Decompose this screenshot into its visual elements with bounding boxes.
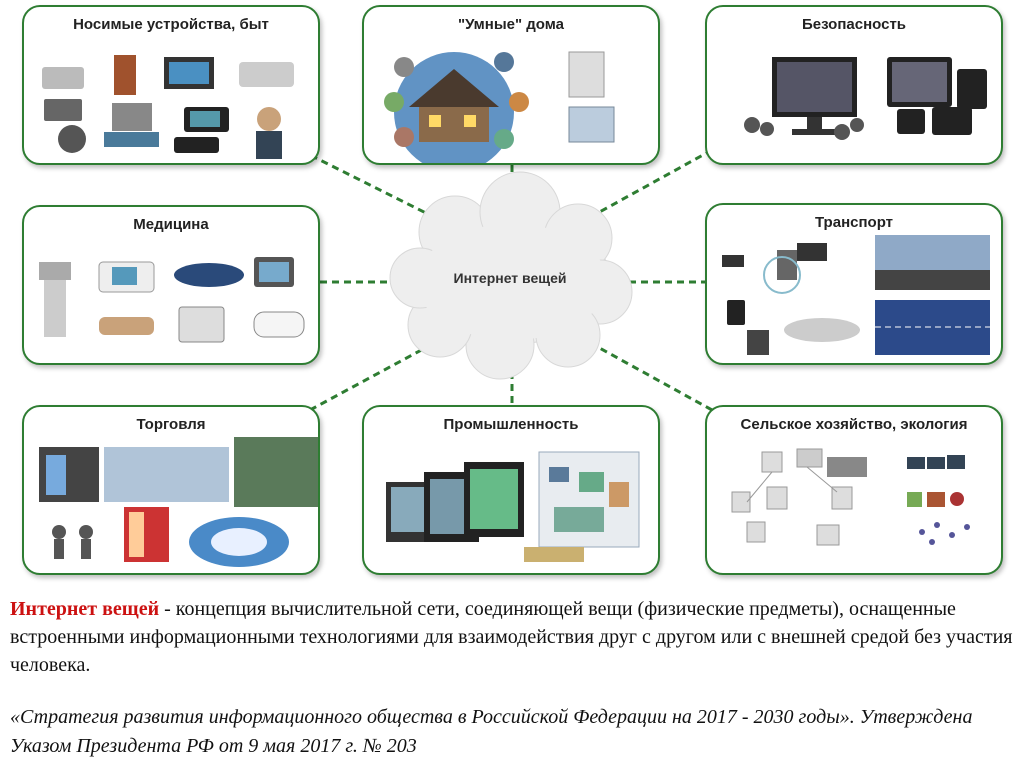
category-box-transport: Транспорт bbox=[705, 203, 1003, 365]
hub-cloud bbox=[389, 171, 633, 380]
retail-images bbox=[39, 437, 318, 567]
definition-paragraph: Интернет вещей - концепция вычислительно… bbox=[10, 595, 1015, 679]
agriculture-images bbox=[731, 448, 970, 546]
definition-term: Интернет вещей bbox=[10, 598, 160, 620]
smart-home-images bbox=[384, 51, 615, 163]
category-box-security: Безопасность bbox=[705, 5, 1003, 165]
connector-agriculture bbox=[584, 338, 713, 412]
category-box-industry: Промышленность bbox=[362, 405, 660, 575]
category-title: Носимые устройства, быт bbox=[73, 16, 269, 33]
connector-security bbox=[584, 148, 713, 222]
category-title: Сельское хозяйство, экология bbox=[740, 416, 968, 433]
device-images bbox=[42, 55, 294, 159]
category-box-smarthome: "Умные" дома bbox=[362, 5, 660, 165]
category-box-trade: Торговля bbox=[22, 405, 320, 575]
category-title: Торговля bbox=[136, 416, 206, 433]
industrial-images bbox=[386, 451, 640, 562]
citation: «Стратегия развития информационного обще… bbox=[10, 706, 973, 757]
medical-device-images bbox=[39, 257, 305, 343]
hub-label: Интернет вещей bbox=[453, 270, 567, 286]
transport-images bbox=[722, 235, 990, 355]
category-title: Безопасность bbox=[801, 16, 907, 33]
connector-lines bbox=[299, 148, 713, 412]
definition-text: - концепция вычислительной сети, соединя… bbox=[10, 598, 1013, 676]
category-box-wearables: Носимые устройства, быт bbox=[22, 5, 320, 165]
category-title: Медицина bbox=[133, 216, 209, 233]
category-title: "Умные" дома bbox=[457, 16, 564, 33]
category-box-agriculture: Сельское хозяйство, экология bbox=[705, 405, 1003, 575]
connector-trade bbox=[309, 338, 441, 412]
category-title: Транспорт bbox=[814, 214, 894, 231]
category-box-medicine: Медицина bbox=[22, 205, 320, 365]
category-title: Промышленность bbox=[443, 416, 579, 433]
connector-wearables bbox=[299, 148, 441, 222]
security-images bbox=[744, 57, 987, 140]
